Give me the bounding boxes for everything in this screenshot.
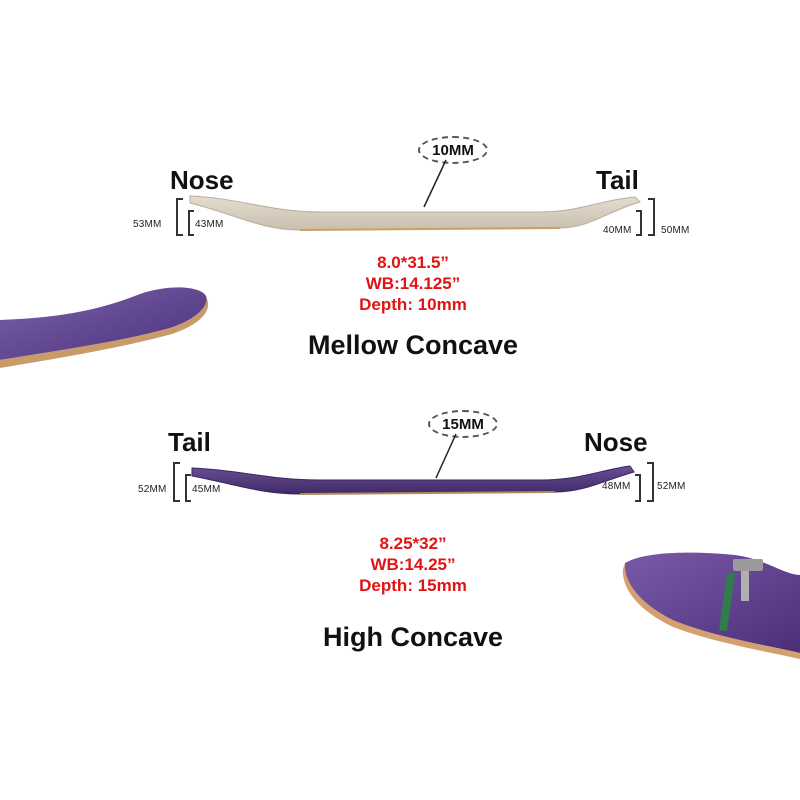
mellow-concave-title: Mellow Concave <box>307 330 519 360</box>
high-left-outer-label: 52MM <box>138 484 167 495</box>
high-concave-title: High Concave <box>322 622 504 652</box>
mellow-spec-depth: Depth: 10mm <box>359 295 467 314</box>
high-spec-depth: Depth: 15mm <box>359 576 467 595</box>
mellow-right-inner-label: 40MM <box>603 225 632 236</box>
high-depth-callout: 15MM <box>428 410 498 438</box>
mellow-left-inner-bracket <box>188 210 194 236</box>
high-left-inner-bracket <box>185 474 191 502</box>
high-deck-photo <box>622 552 800 659</box>
mellow-right-outer-label: 50MM <box>661 225 690 236</box>
high-left-outer-bracket <box>173 462 180 502</box>
mellow-right-outer-bracket <box>648 198 655 236</box>
high-right-outer-label: 52MM <box>657 481 686 492</box>
high-spec-wheelbase: WB:14.25” <box>370 555 456 574</box>
high-right-end-label: Nose <box>584 427 648 457</box>
high-right-inner-label: 48MM <box>602 481 631 492</box>
mellow-right-end-label: Tail <box>596 165 639 195</box>
high-spec-size: 8.25*32” <box>379 534 447 553</box>
high-depth-callout-text: 15MM <box>442 415 484 433</box>
mellow-spec-wheelbase: WB:14.125” <box>365 274 461 293</box>
mellow-left-outer-label: 53MM <box>133 219 162 230</box>
mellow-left-end-label: Nose <box>170 165 234 195</box>
high-right-inner-bracket <box>635 474 641 502</box>
mellow-deck-photo <box>0 287 209 368</box>
high-right-outer-bracket <box>647 462 654 502</box>
high-left-end-label: Tail <box>168 427 211 457</box>
mellow-spec-size: 8.0*31.5” <box>377 253 449 272</box>
high-left-inner-label: 45MM <box>192 484 221 495</box>
mellow-right-inner-bracket <box>636 210 642 236</box>
mellow-left-inner-label: 43MM <box>195 219 224 230</box>
mellow-depth-callout: 10MM <box>418 136 488 164</box>
mellow-depth-callout-text: 10MM <box>432 141 474 159</box>
mellow-left-outer-bracket <box>176 198 183 236</box>
